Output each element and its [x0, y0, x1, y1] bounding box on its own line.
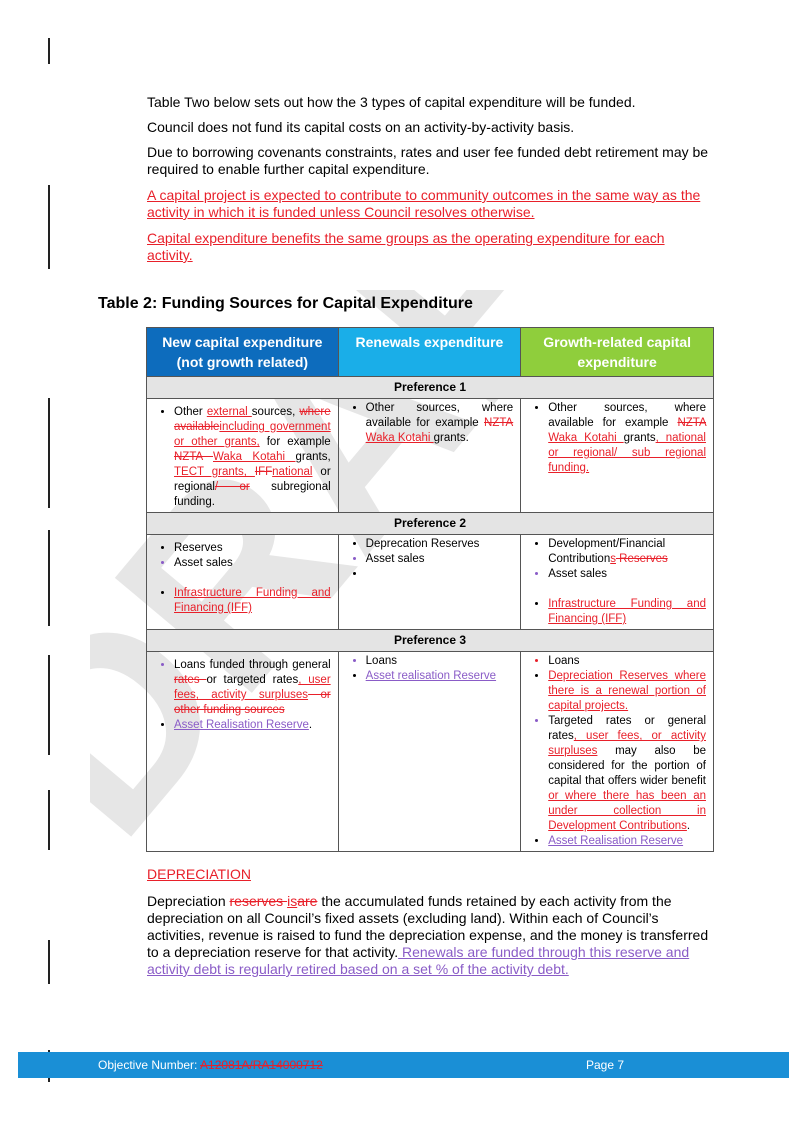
depreciation-heading: DEPRECIATION	[147, 866, 251, 882]
paragraph-benefits: Capital expenditure benefits the same gr…	[147, 230, 665, 263]
preference-3-row: Preference 3	[146, 629, 714, 652]
cell-renewals-pref2: Deprecation Reserves Asset sales	[337, 534, 522, 630]
table-title: Table 2: Funding Sources for Capital Exp…	[98, 295, 473, 312]
cell-growth-pref2: Development/Financial Contributions Rese…	[520, 534, 714, 630]
change-bar	[48, 940, 50, 984]
change-bar	[48, 530, 50, 626]
cell-renewals-pref1: Other sources, where available for examp…	[337, 398, 522, 513]
preference-1-row: Preference 1	[146, 376, 714, 399]
header-renewals: Renewals expenditure	[337, 327, 522, 377]
paragraph-outcomes: A capital project is expected to contrib…	[147, 187, 701, 220]
paragraph-depreciation: Depreciation reserves isare the accumula…	[147, 893, 709, 977]
list-item: Infrastructure Funding and Financing (IF…	[548, 597, 706, 627]
header-growth: Growth-related capital expenditure	[520, 327, 714, 377]
change-bar	[48, 790, 50, 850]
paragraph-basis: Council does not fund its capital costs …	[147, 119, 575, 135]
list-item: Other sources, where available for examp…	[366, 401, 514, 446]
list-item	[174, 571, 331, 586]
cell-new-pref2: Reserves Asset sales Infrastructure Fund…	[146, 534, 339, 630]
cell-growth-pref1: Other sources, where available for examp…	[520, 398, 714, 513]
list-item: Depreciation Reserves where there is a r…	[548, 669, 706, 714]
list-item: Other external sources, where availablei…	[174, 405, 331, 510]
list-item: Development/Financial Contributions Rese…	[548, 537, 706, 567]
list-item: Deprecation Reserves	[366, 537, 514, 552]
cell-renewals-pref3: Loans Asset realisation Reserve	[337, 651, 522, 852]
paragraph-covenants: Due to borrowing covenants constraints, …	[147, 144, 709, 177]
list-item: Asset sales	[174, 556, 331, 571]
list-item: Reserves	[174, 541, 331, 556]
list-item: Loans	[366, 654, 514, 669]
paragraph-intro: Table Two below sets out how the 3 types…	[147, 94, 636, 110]
list-item: Asset realisation Reserve	[366, 669, 514, 684]
list-item: Other sources, where available for examp…	[548, 401, 706, 476]
funding-sources-table: New capital expenditure (not growth rela…	[146, 327, 714, 852]
list-item: Targeted rates or general rates, user fe…	[548, 714, 706, 834]
header-new-capital: New capital expenditure (not growth rela…	[146, 327, 339, 377]
list-item: Asset Realisation Reserve.	[174, 718, 331, 733]
change-bar	[48, 185, 50, 269]
cell-new-pref3: Loans funded through general rates or ta…	[146, 651, 339, 852]
change-bar	[48, 655, 50, 755]
page-footer: Objective Number: A12081A/RA14000712 Pag…	[18, 1052, 789, 1078]
list-item: Asset sales	[548, 567, 706, 582]
list-item: Asset sales	[366, 552, 514, 567]
preference-2-row: Preference 2	[146, 512, 714, 535]
list-item: Loans funded through general rates or ta…	[174, 658, 331, 718]
list-item	[366, 567, 514, 582]
objective-number: Objective Number: A12081A/RA14000712	[98, 1058, 323, 1072]
list-item: Loans	[548, 654, 706, 669]
cell-growth-pref3: Loans Depreciation Reserves where there …	[520, 651, 714, 852]
cell-new-pref1: Other external sources, where availablei…	[146, 398, 339, 513]
page-number: Page 7	[586, 1058, 625, 1072]
list-item: Infrastructure Funding and Financing (IF…	[174, 586, 331, 616]
change-bar	[48, 38, 50, 64]
list-item: Asset Realisation Reserve	[548, 834, 706, 849]
change-bar	[48, 398, 50, 508]
